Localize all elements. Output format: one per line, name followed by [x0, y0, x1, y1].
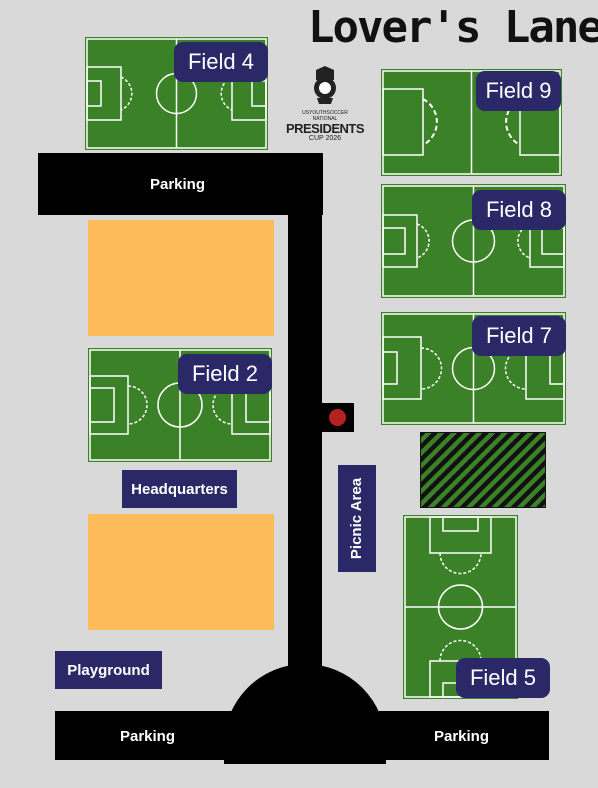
- picnic-area-text: Picnic Area: [348, 477, 366, 560]
- parking-label-top: Parking: [149, 176, 206, 193]
- soccer-field-9: [381, 69, 562, 176]
- trophy-icon: [314, 66, 336, 104]
- field-2-label: Field 2: [178, 354, 272, 394]
- map-title: Lover's Lane: [308, 2, 598, 53]
- main-road-vertical: [288, 153, 322, 713]
- headquarters-label: Headquarters: [122, 470, 237, 508]
- parking-label-bottom-right: Parking: [433, 728, 490, 745]
- field-7-label: Field 7: [472, 316, 566, 356]
- playground-label: Playground: [55, 651, 162, 689]
- building-lower: [88, 514, 274, 630]
- location-marker-icon: [329, 409, 346, 426]
- field-4-label: Field 4: [174, 42, 268, 82]
- field-9-label: Field 9: [476, 71, 561, 111]
- building-upper: [88, 220, 274, 336]
- parking-label-bottom-left: Parking: [119, 728, 176, 745]
- presidents-cup-logo: USYOUTHSOCCER NATIONAL PRESIDENTS CUP 20…: [282, 66, 368, 142]
- field-5-label: Field 5: [456, 658, 550, 698]
- hatched-area: [420, 432, 546, 508]
- bottom-parking-road: [55, 711, 549, 760]
- picnic-area-label: Picnic Area: [338, 465, 376, 572]
- field-8-label: Field 8: [472, 190, 566, 230]
- top-parking-road: [38, 153, 323, 215]
